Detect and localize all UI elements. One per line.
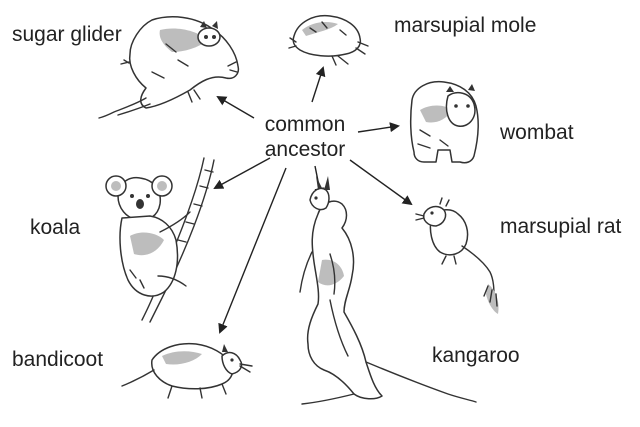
label-wombat: wombat xyxy=(500,122,574,143)
marsupial-rat-illustration xyxy=(416,198,499,314)
label-marsupial-rat: marsupial rat xyxy=(500,216,621,237)
wombat-illustration xyxy=(411,82,478,163)
label-kangaroo: kangaroo xyxy=(432,345,520,366)
arrow-to-bandicoot xyxy=(220,168,286,332)
koala-illustration xyxy=(106,158,214,322)
arrow-to-koala xyxy=(215,158,270,188)
label-marsupial-mole: marsupial mole xyxy=(394,15,536,36)
label-bandicoot: bandicoot xyxy=(12,349,103,370)
marsupial-mole-illustration xyxy=(289,16,368,65)
arrow-to-marsupial-mole xyxy=(312,68,323,102)
common-ancestor-line-1: common xyxy=(235,112,375,137)
arrow-to-marsupial-rat xyxy=(350,160,411,204)
common-ancestor-label: common ancestor xyxy=(235,112,375,162)
label-sugar-glider: sugar glider xyxy=(12,24,122,45)
bandicoot-illustration xyxy=(122,344,252,398)
common-ancestor-line-2: ancestor xyxy=(235,137,375,162)
label-koala: koala xyxy=(30,217,80,238)
